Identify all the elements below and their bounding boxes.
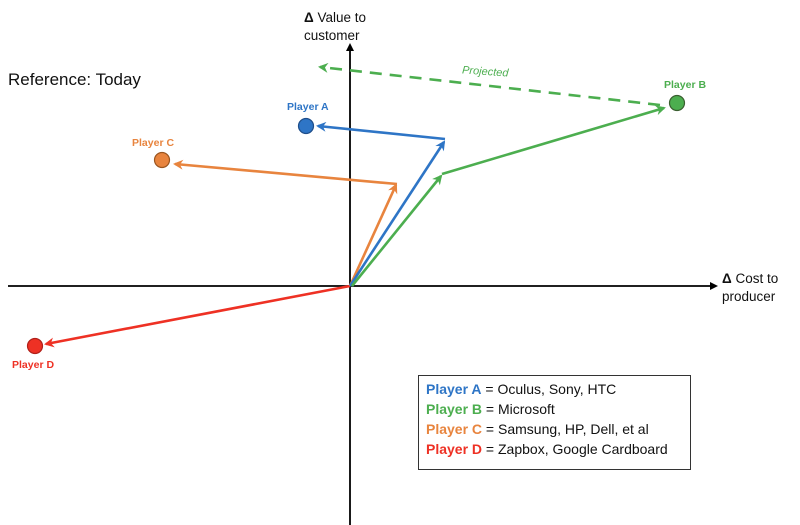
reference-title: Reference: Today — [8, 70, 141, 89]
player-c-label: Player C — [132, 137, 175, 149]
player-d-label: Player D — [12, 359, 55, 371]
y-axis-label-line2: customer — [304, 28, 360, 43]
legend-row-player-a: Player A = Oculus, Sony, HTC — [426, 379, 690, 399]
legend-player-d-name: Player D — [426, 441, 483, 457]
player-b-vector-up — [350, 174, 443, 287]
y-axis-label: Δ Value to customer — [304, 9, 366, 45]
x-axis-label-line1: Cost to — [735, 271, 779, 286]
player-d-marker — [26, 337, 44, 355]
player-b-vector-right — [441, 105, 666, 176]
legend-row-player-d: Player D = Zapbox, Google Cardboard — [426, 439, 690, 459]
player-c-vector-left — [173, 159, 398, 186]
legend-player-c-name: Player C — [426, 421, 483, 437]
player-a-marker — [297, 117, 315, 135]
legend: Player A = Oculus, Sony, HTC Player B = … — [418, 375, 691, 470]
x-axis-label: Δ Cost to producer — [722, 270, 778, 306]
x-axis-label-line2: producer — [722, 289, 776, 304]
player-a-vector-up — [348, 140, 446, 287]
player-a-vector-left — [316, 121, 446, 141]
legend-player-d-desc: = Zapbox, Google Cardboard — [482, 441, 668, 457]
delta-symbol: Δ — [722, 271, 732, 286]
player-b-projected-vector — [318, 62, 661, 107]
player-a-label: Player A — [287, 101, 329, 113]
legend-player-a-name: Player A — [426, 381, 482, 397]
player-b-marker — [668, 94, 686, 112]
legend-row-player-c: Player C = Samsung, HP, Dell, et al — [426, 419, 690, 439]
y-axis-label-line1: Value to — [317, 10, 367, 25]
delta-symbol: Δ — [304, 10, 314, 25]
legend-row-player-b: Player B = Microsoft — [426, 399, 690, 419]
legend-player-b-desc: = Microsoft — [482, 401, 555, 417]
player-b-label: Player B — [664, 79, 707, 91]
legend-player-b-name: Player B — [426, 401, 483, 417]
player-d-vector — [44, 284, 351, 348]
legend-player-c-desc: = Samsung, HP, Dell, et al — [482, 421, 649, 437]
legend-player-a-desc: = Oculus, Sony, HTC — [481, 381, 617, 397]
player-c-vector-up — [348, 183, 398, 287]
player-c-marker — [153, 151, 171, 169]
